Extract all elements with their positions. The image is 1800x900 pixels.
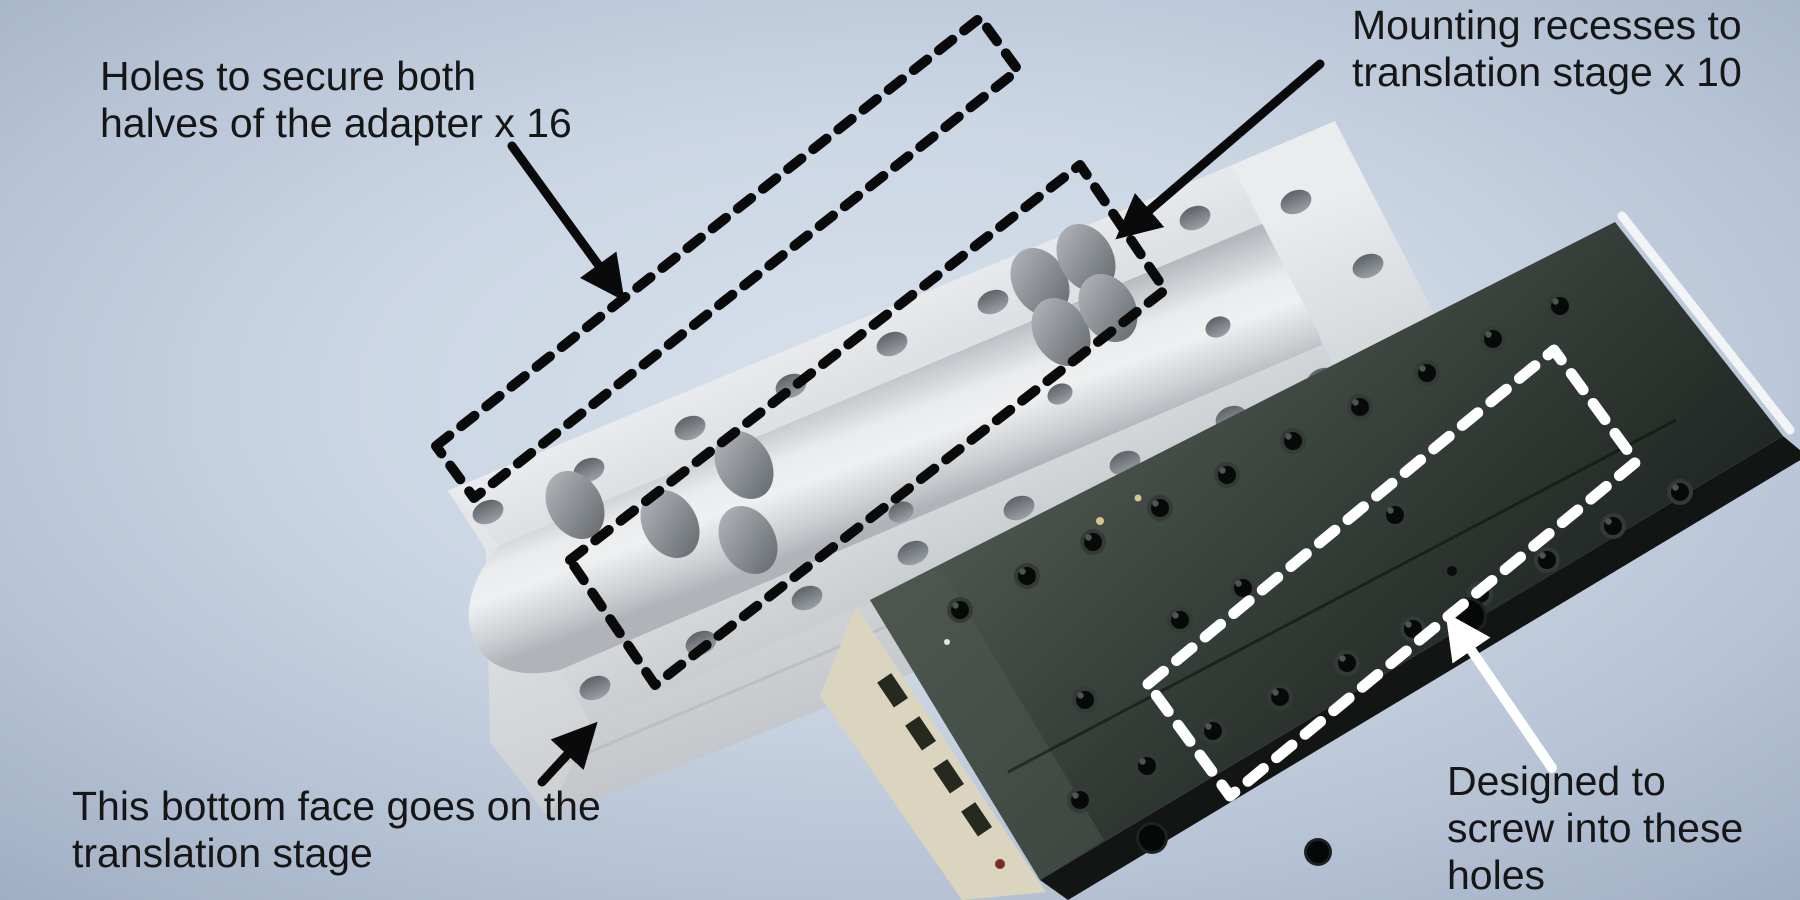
- stage-hole: [1072, 687, 1098, 713]
- leader-arrow-recesses: [1115, 59, 1325, 240]
- leader-arrow-screw-holes: [1445, 612, 1557, 773]
- label-bottom-face-line2: translation stage: [72, 830, 373, 876]
- label-secure-holes: Holes to secure both halves of the adapt…: [100, 53, 572, 146]
- stage-hole: [1334, 650, 1360, 676]
- stage-hole: [1347, 394, 1373, 420]
- label-mounting-recesses-line2: translation stage x 10: [1352, 49, 1742, 95]
- stage-hole: [1230, 575, 1256, 601]
- adapter-fastening-hole: [977, 289, 1009, 315]
- stage-hole: [1167, 607, 1193, 633]
- leader-arrow-bottom-face: [537, 721, 598, 787]
- stage-large-hole: [1304, 838, 1332, 866]
- stage-hole: [1667, 479, 1693, 505]
- label-screw-holes-line2: screw into these: [1447, 805, 1743, 851]
- label-mounting-recesses: Mounting recesses to translation stage x…: [1352, 2, 1742, 95]
- adapter-near-rail: [560, 345, 1352, 722]
- stage-top-face: [870, 222, 1783, 880]
- leader-arrow-secure-holes: [507, 141, 625, 302]
- label-screw-holes-line1: Designed to: [1447, 758, 1666, 804]
- mounting-recess: [545, 471, 605, 539]
- mounting-recess: [714, 431, 774, 499]
- stage-hole: [1534, 547, 1560, 573]
- stage-large-hole: [1136, 822, 1168, 854]
- label-secure-holes-line1: Holes to secure both: [100, 53, 476, 99]
- adapter-fastening-hole: [876, 331, 908, 357]
- adapter-fastening-hole: [1179, 205, 1211, 231]
- label-screw-holes-line3: holes: [1447, 852, 1545, 898]
- label-mounting-recesses-line1: Mounting recesses to: [1352, 2, 1742, 48]
- mounting-recess: [1031, 298, 1091, 366]
- stage-red-detail: [995, 859, 1005, 869]
- stage-small-dot-hole: [1447, 566, 1457, 576]
- stage-hole: [1547, 293, 1573, 319]
- adapter-fastening-hole: [674, 415, 706, 441]
- stage-hole: [1214, 462, 1240, 488]
- mounting-recess: [640, 490, 700, 558]
- stage-hole: [1134, 753, 1160, 779]
- stage-seam: [1007, 418, 1677, 774]
- label-bottom-face-line1: This bottom face goes on the: [72, 783, 601, 829]
- label-secure-holes-line2: halves of the adapter x 16: [100, 100, 572, 146]
- stage-hole: [947, 597, 973, 623]
- adapter-fastening-hole: [1352, 253, 1384, 279]
- stage-hole: [1480, 326, 1506, 352]
- stage-hole: [1147, 495, 1173, 521]
- adapter-fastening-hole: [897, 540, 929, 566]
- stage-hole: [1414, 360, 1440, 386]
- stage-hole: [1280, 428, 1306, 454]
- stage-hole: [1600, 513, 1626, 539]
- label-bottom-face: This bottom face goes on the translation…: [72, 783, 601, 876]
- stage-hole: [1382, 502, 1408, 528]
- stage-hole: [1014, 563, 1040, 589]
- stage-glints: [944, 494, 1142, 645]
- stage-end-knurl: [877, 673, 993, 837]
- adapter-fastening-hole: [1280, 189, 1312, 215]
- adapter-fastening-hole: [1003, 495, 1035, 521]
- stage-hole: [1080, 529, 1106, 555]
- stage-holes-dashed-region: [1142, 344, 1642, 802]
- secure-holes-dashed-region: [431, 13, 1023, 503]
- stage-edge-highlight: [1617, 211, 1795, 435]
- adapter-flange-top: [1232, 121, 1455, 398]
- label-screw-holes: Designed to screw into these holes: [1447, 758, 1743, 898]
- adapter-fastening-hole: [472, 499, 504, 525]
- adapter-fastening-hole: [791, 585, 823, 611]
- adapter-channel-hole: [888, 501, 914, 523]
- mounting-recess: [718, 506, 778, 574]
- stage-hole: [1067, 787, 1093, 813]
- stage-hole: [1267, 684, 1293, 710]
- adapter-fastening-hole: [579, 675, 611, 701]
- stage-carriage-light-band: [870, 566, 1104, 880]
- adapter-channel-hole: [1047, 383, 1073, 405]
- recesses-dashed-region: [565, 160, 1170, 690]
- stage-side-face: [1040, 436, 1800, 900]
- adapter-channel-hole: [1205, 316, 1231, 338]
- stage-hole: [1200, 718, 1226, 744]
